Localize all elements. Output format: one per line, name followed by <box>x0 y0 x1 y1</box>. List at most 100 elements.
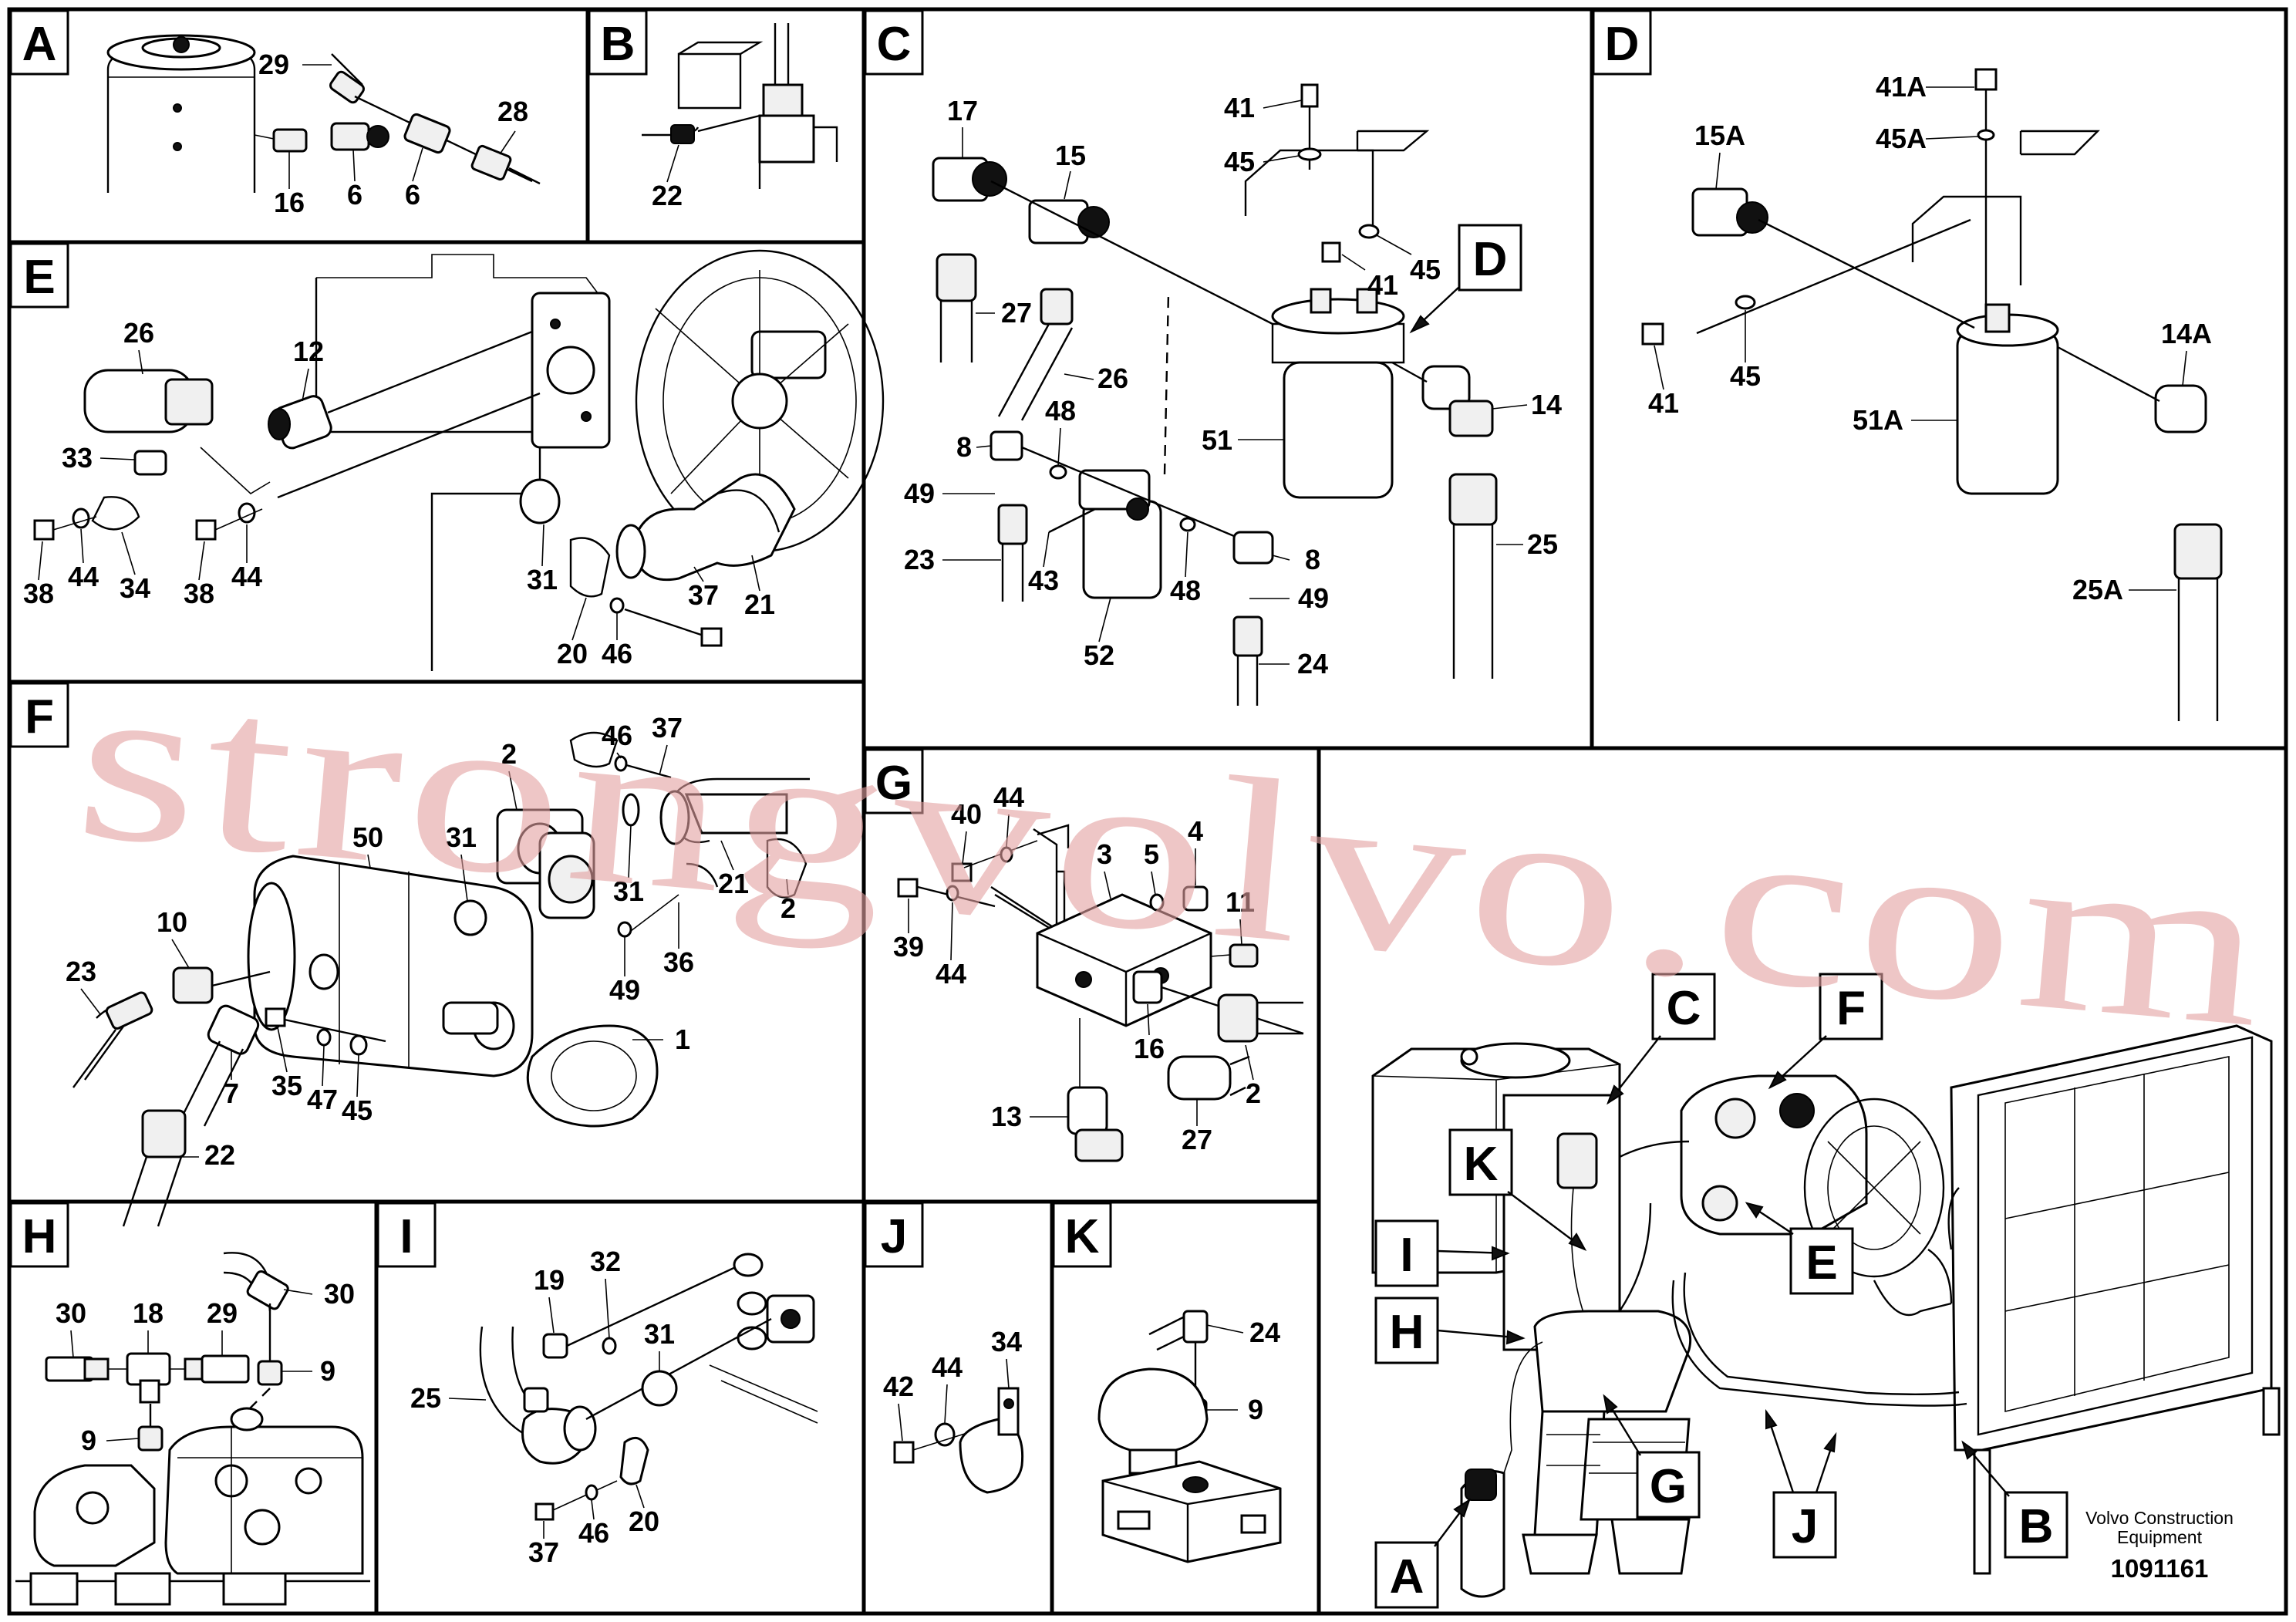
svg-text:18: 18 <box>133 1297 164 1329</box>
svg-text:21: 21 <box>744 588 775 620</box>
svg-text:16: 16 <box>1134 1033 1165 1064</box>
svg-text:D: D <box>1605 18 1640 71</box>
section-label-J: J <box>864 1202 924 1268</box>
section-label-I: I <box>376 1202 437 1268</box>
svg-text:A: A <box>1390 1550 1424 1603</box>
svg-text:I: I <box>400 1210 413 1263</box>
svg-text:45: 45 <box>1410 254 1441 285</box>
svg-text:8: 8 <box>1305 544 1320 575</box>
svg-text:20: 20 <box>629 1506 659 1537</box>
panel-J-drawing <box>893 1387 1024 1494</box>
svg-text:44: 44 <box>993 781 1024 813</box>
svg-text:14: 14 <box>1531 389 1562 420</box>
svg-text:38: 38 <box>23 578 54 609</box>
svg-text:4: 4 <box>1188 815 1203 847</box>
svg-text:37: 37 <box>688 579 719 611</box>
section-label-F: F <box>9 682 69 748</box>
svg-text:9: 9 <box>81 1425 96 1456</box>
svg-text:49: 49 <box>904 477 935 509</box>
svg-text:26: 26 <box>123 317 154 349</box>
svg-text:C: C <box>1667 982 1701 1035</box>
svg-text:22: 22 <box>204 1139 235 1171</box>
panel-F-callouts: 46 37 2 50 31 31 21 10 49 36 2 23 1 7 35… <box>66 712 796 1171</box>
svg-text:J: J <box>881 1210 907 1263</box>
panel-E-callouts: 26 12 33 38 44 34 38 44 31 37 21 20 46 <box>23 317 775 669</box>
svg-text:46: 46 <box>578 1517 609 1549</box>
svg-text:14A: 14A <box>2161 318 2212 349</box>
svg-text:22: 22 <box>652 180 683 211</box>
svg-text:D: D <box>1473 233 1508 286</box>
svg-text:45: 45 <box>1224 146 1255 177</box>
svg-text:49: 49 <box>609 974 640 1006</box>
svg-text:34: 34 <box>991 1326 1022 1357</box>
svg-text:36: 36 <box>663 946 694 978</box>
section-label-H: H <box>9 1202 69 1268</box>
panel-F-drawing <box>72 731 810 1227</box>
svg-text:44: 44 <box>68 561 99 592</box>
svg-text:31: 31 <box>527 564 558 595</box>
svg-text:45: 45 <box>1730 360 1761 392</box>
svg-text:25: 25 <box>410 1382 441 1414</box>
svg-text:2: 2 <box>1246 1077 1261 1109</box>
panel-J-callouts: 42 44 34 <box>883 1326 1022 1442</box>
svg-text:B: B <box>601 18 636 71</box>
overview-pointer-I: I <box>1374 1219 1510 1287</box>
section-label-A: A <box>9 9 69 76</box>
section-letter-boxes: A B C D E F G H I J K <box>9 9 1652 1268</box>
svg-text:A: A <box>22 18 57 71</box>
svg-text:F: F <box>25 690 54 744</box>
svg-text:K: K <box>1065 1210 1100 1263</box>
svg-text:25: 25 <box>1527 528 1558 560</box>
svg-text:24: 24 <box>1249 1317 1280 1348</box>
svg-text:B: B <box>2019 1500 2054 1553</box>
svg-text:15: 15 <box>1055 140 1086 171</box>
panel-frames <box>7 7 2288 1616</box>
overview-pointer-B: B <box>1961 1440 2068 1559</box>
svg-text:41A: 41A <box>1876 71 1927 103</box>
panel-A-callouts: 29 28 16 6 6 <box>258 49 528 218</box>
svg-text:H: H <box>1390 1306 1424 1359</box>
svg-text:31: 31 <box>613 875 644 907</box>
svg-text:33: 33 <box>62 442 93 474</box>
panel-K-callouts: 24 9 <box>1206 1317 1280 1425</box>
panel-H-drawing <box>15 1252 370 1606</box>
svg-text:51: 51 <box>1202 424 1232 456</box>
svg-text:34: 34 <box>120 572 150 604</box>
panel-A-drawing <box>106 34 541 193</box>
overview-pointer-E: E <box>1745 1202 1854 1295</box>
svg-text:26: 26 <box>1097 363 1128 394</box>
svg-text:41: 41 <box>1224 92 1255 123</box>
panel-E-drawing <box>33 249 885 671</box>
svg-text:15A: 15A <box>1694 120 1745 151</box>
svg-text:11: 11 <box>1226 886 1255 918</box>
svg-text:31: 31 <box>446 821 477 853</box>
svg-text:45A: 45A <box>1876 123 1927 154</box>
svg-text:38: 38 <box>184 578 214 609</box>
svg-text:9: 9 <box>320 1355 335 1387</box>
svg-text:51A: 51A <box>1853 404 1903 436</box>
svg-text:19: 19 <box>534 1264 565 1296</box>
svg-text:2: 2 <box>781 892 796 924</box>
svg-text:6: 6 <box>347 179 362 211</box>
overview-callouts: C F K I H E <box>1374 973 2068 1609</box>
svg-text:43: 43 <box>1028 565 1059 596</box>
section-label-K: K <box>1052 1202 1112 1268</box>
svg-text:12: 12 <box>293 336 324 367</box>
svg-text:27: 27 <box>1182 1124 1212 1155</box>
svg-text:44: 44 <box>936 958 966 990</box>
overview-pointer-F: F <box>1768 973 1883 1090</box>
svg-text:H: H <box>22 1210 57 1263</box>
section-label-B: B <box>588 9 648 76</box>
overview-pointer-K: K <box>1448 1128 1587 1251</box>
svg-text:2: 2 <box>501 738 517 770</box>
section-label-C: C <box>864 9 924 76</box>
overview-pointer-C: C <box>1607 973 1716 1105</box>
panel-D-drawing <box>1641 68 2223 721</box>
svg-text:10: 10 <box>157 906 187 938</box>
svg-text:17: 17 <box>947 95 978 126</box>
panel-C-drawing <box>932 83 1498 706</box>
overview-pointer-J: J <box>1765 1408 1837 1559</box>
svg-text:3: 3 <box>1097 838 1112 870</box>
svg-text:45: 45 <box>342 1094 373 1126</box>
